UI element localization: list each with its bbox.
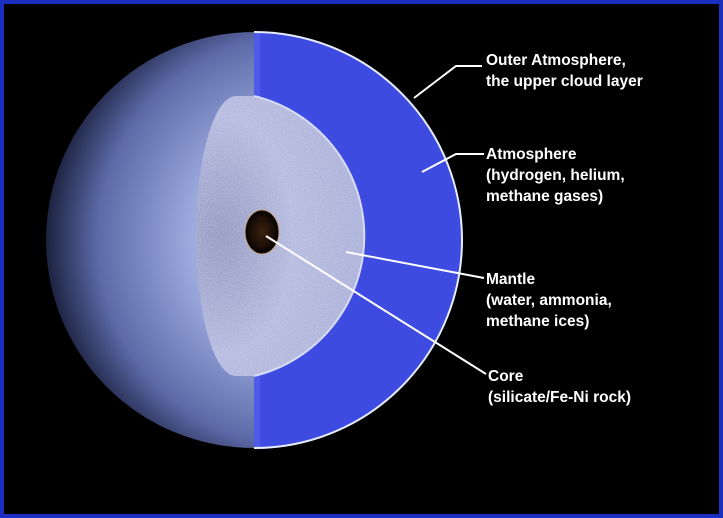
mantle-rim	[253, 95, 366, 377]
label-core: Core (silicate/Fe-Ni rock)	[488, 368, 631, 406]
label-core-line1: Core	[488, 368, 524, 385]
label-mantle-line2: (water, ammonia,	[486, 292, 612, 309]
label-outer-atmosphere-line2: the upper cloud layer	[486, 73, 643, 90]
leader-line-mantle	[345, 251, 485, 279]
mantle-layer	[196, 96, 365, 376]
leader-line-atmosphere	[421, 153, 484, 173]
leader-line-outer-atmosphere	[413, 65, 482, 99]
label-atmosphere-line2: (hydrogen, helium,	[486, 167, 625, 184]
label-mantle: Mantle (water, ammonia, methane ices)	[486, 271, 612, 330]
outer-rim	[253, 31, 463, 449]
planet-cutaway-diagram: Outer Atmosphere, the upper cloud layer …	[46, 31, 643, 449]
label-atmosphere-line3: methane gases)	[486, 188, 603, 205]
label-core-line2: (silicate/Fe-Ni rock)	[488, 389, 631, 406]
label-atmosphere: Atmosphere (hydrogen, helium, methane ga…	[486, 146, 625, 205]
core	[244, 209, 280, 255]
label-outer-atmosphere: Outer Atmosphere, the upper cloud layer	[486, 52, 643, 90]
label-outer-atmosphere-line1: Outer Atmosphere,	[486, 52, 626, 69]
leader-line-core	[265, 235, 487, 375]
label-atmosphere-line1: Atmosphere	[486, 146, 577, 163]
label-mantle-line1: Mantle	[486, 271, 535, 288]
label-mantle-line3: methane ices)	[486, 313, 589, 330]
